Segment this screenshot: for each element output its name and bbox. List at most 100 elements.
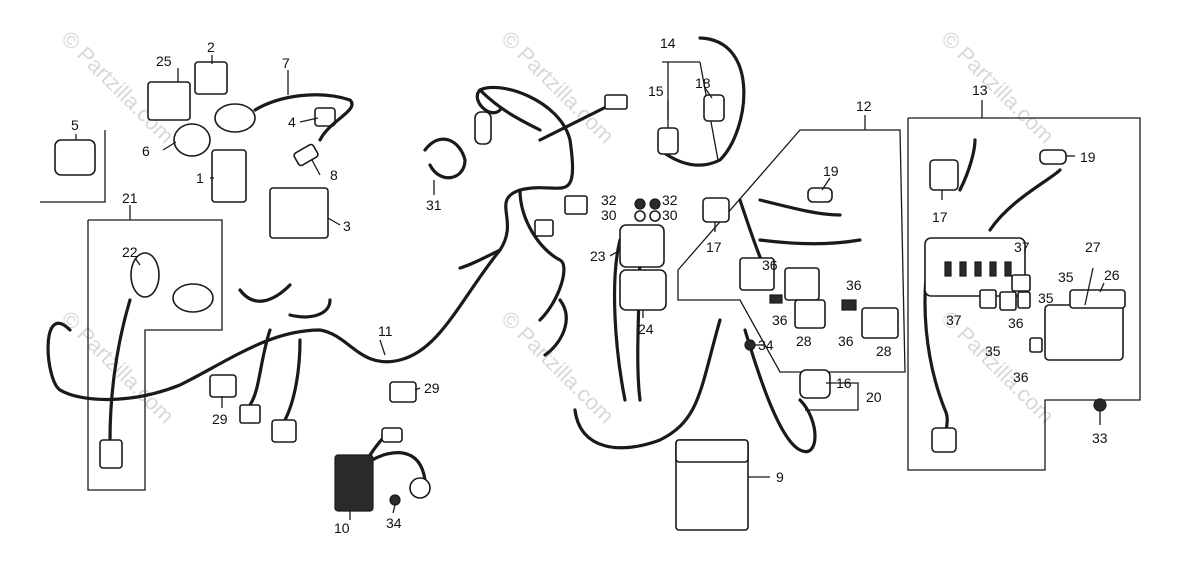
callout-36-e: 36 xyxy=(1013,369,1029,385)
callout-24: 24 xyxy=(638,321,654,337)
callout-28-left: 28 xyxy=(796,333,812,349)
part-5-holder xyxy=(54,139,96,176)
part-7-switch xyxy=(214,103,256,133)
part-6-ring xyxy=(173,123,211,157)
part-10-plug xyxy=(409,477,431,499)
callout-32-right: 32 xyxy=(662,192,678,208)
callout-18: 18 xyxy=(695,75,711,91)
callout-23: 23 xyxy=(590,248,606,264)
bracket-13 xyxy=(907,117,1141,471)
callout-13: 13 xyxy=(972,82,988,98)
callout-26: 26 xyxy=(1104,267,1120,283)
callout-7: 7 xyxy=(282,55,290,71)
part-19-cap-right xyxy=(1039,149,1067,165)
callout-19-left: 19 xyxy=(823,163,839,179)
part-35-fuse-a xyxy=(999,291,1017,311)
callout-8: 8 xyxy=(330,167,338,183)
part-13-end-connector xyxy=(931,427,957,453)
callout-36-f: 36 xyxy=(838,333,854,349)
callout-20: 20 xyxy=(866,389,882,405)
part-26-fuse-cover xyxy=(1044,304,1124,361)
callout-labels: 1 2 3 4 5 6 7 8 9 10 11 12 13 14 15 16 1… xyxy=(71,35,1120,536)
callout-35-c: 35 xyxy=(1058,269,1074,285)
parts xyxy=(54,61,1126,531)
bracket-21 xyxy=(87,219,223,491)
part-4-clip xyxy=(314,107,336,127)
part-10-regulator xyxy=(334,454,374,512)
callout-36-d: 36 xyxy=(1008,315,1024,331)
callout-30-right: 30 xyxy=(662,207,678,223)
callout-2: 2 xyxy=(207,39,215,55)
watermark-4: © Partzilla.com xyxy=(56,306,179,429)
part-29-connector-a xyxy=(209,374,237,398)
part-30-washer-left xyxy=(634,210,646,222)
watermark-5: © Partzilla.com xyxy=(496,306,619,429)
callout-5: 5 xyxy=(71,117,79,133)
callout-32-left: 32 xyxy=(601,192,617,208)
callout-29-right: 29 xyxy=(424,380,440,396)
harness-wires xyxy=(46,36,1062,482)
callout-12: 12 xyxy=(856,98,872,114)
part-8-plug xyxy=(293,143,319,167)
part-17-cap-left xyxy=(702,197,730,223)
part-connector-top-a xyxy=(604,94,628,110)
part-19-cap-left xyxy=(807,187,833,203)
part-2-cover xyxy=(194,61,228,95)
part-22-socket xyxy=(130,252,160,298)
part-34-bolt-upper xyxy=(744,339,756,351)
part-plug-left-end xyxy=(99,439,123,469)
callout-36-c: 36 xyxy=(846,277,862,293)
watermark-3: © Partzilla.com xyxy=(936,26,1059,149)
part-34-bolt-lower xyxy=(389,494,401,506)
part-30-washer-right xyxy=(649,210,661,222)
bracket-12 xyxy=(677,129,906,373)
callout-17-right: 17 xyxy=(932,209,948,225)
part-29-connector-b xyxy=(389,381,417,403)
part-connector-top-c xyxy=(534,219,554,237)
callout-31: 31 xyxy=(426,197,442,213)
part-15-cap xyxy=(657,127,679,155)
part-33-screw xyxy=(1093,398,1107,412)
part-28-fuse-holder-c xyxy=(794,299,826,329)
part-32-nut-right xyxy=(649,198,661,210)
bracket-5 xyxy=(40,130,106,203)
part-grommet xyxy=(172,283,214,313)
part-10-connector xyxy=(381,427,403,443)
callout-25: 25 xyxy=(156,53,172,69)
part-3-cdi xyxy=(269,187,329,239)
callout-28-right: 28 xyxy=(876,343,892,359)
part-36-fuse-b xyxy=(841,299,857,311)
callout-35-b: 35 xyxy=(985,343,1001,359)
part-connector-bulb xyxy=(474,111,492,145)
leader-lines xyxy=(75,55,1105,520)
callout-11: 11 xyxy=(378,323,393,339)
part-37-fuse-b xyxy=(979,289,997,309)
callout-17-left: 17 xyxy=(706,239,722,255)
part-plug-mid-end xyxy=(271,419,297,443)
callout-22: 22 xyxy=(122,244,138,260)
part-28-fuse-holder-b xyxy=(784,267,820,301)
callout-21: 21 xyxy=(122,190,138,206)
callout-36-a: 36 xyxy=(762,257,778,273)
callout-34-upper: 34 xyxy=(758,337,774,353)
callout-16: 16 xyxy=(836,375,852,391)
part-24-cover xyxy=(619,269,667,311)
callout-3: 3 xyxy=(343,218,351,234)
callout-10: 10 xyxy=(334,520,350,536)
callout-37-b: 37 xyxy=(946,312,962,328)
callout-29-left: 29 xyxy=(212,411,228,427)
callout-34-lower: 34 xyxy=(386,515,402,531)
part-23-starter-relay xyxy=(619,224,665,268)
part-connector-top-b xyxy=(564,195,588,215)
part-36-fuse-d xyxy=(1029,337,1043,353)
callout-4: 4 xyxy=(288,114,296,130)
part-plug-low xyxy=(239,404,261,424)
part-1-bracket xyxy=(211,149,247,203)
callout-30-left: 30 xyxy=(601,207,617,223)
part-28-fuse-holder-d xyxy=(861,307,899,339)
bracket-20 xyxy=(805,382,859,411)
part-27-fuse-cover-lid xyxy=(1069,289,1126,309)
part-18-cap xyxy=(703,94,725,122)
part-37-fuse-a xyxy=(1011,274,1031,292)
